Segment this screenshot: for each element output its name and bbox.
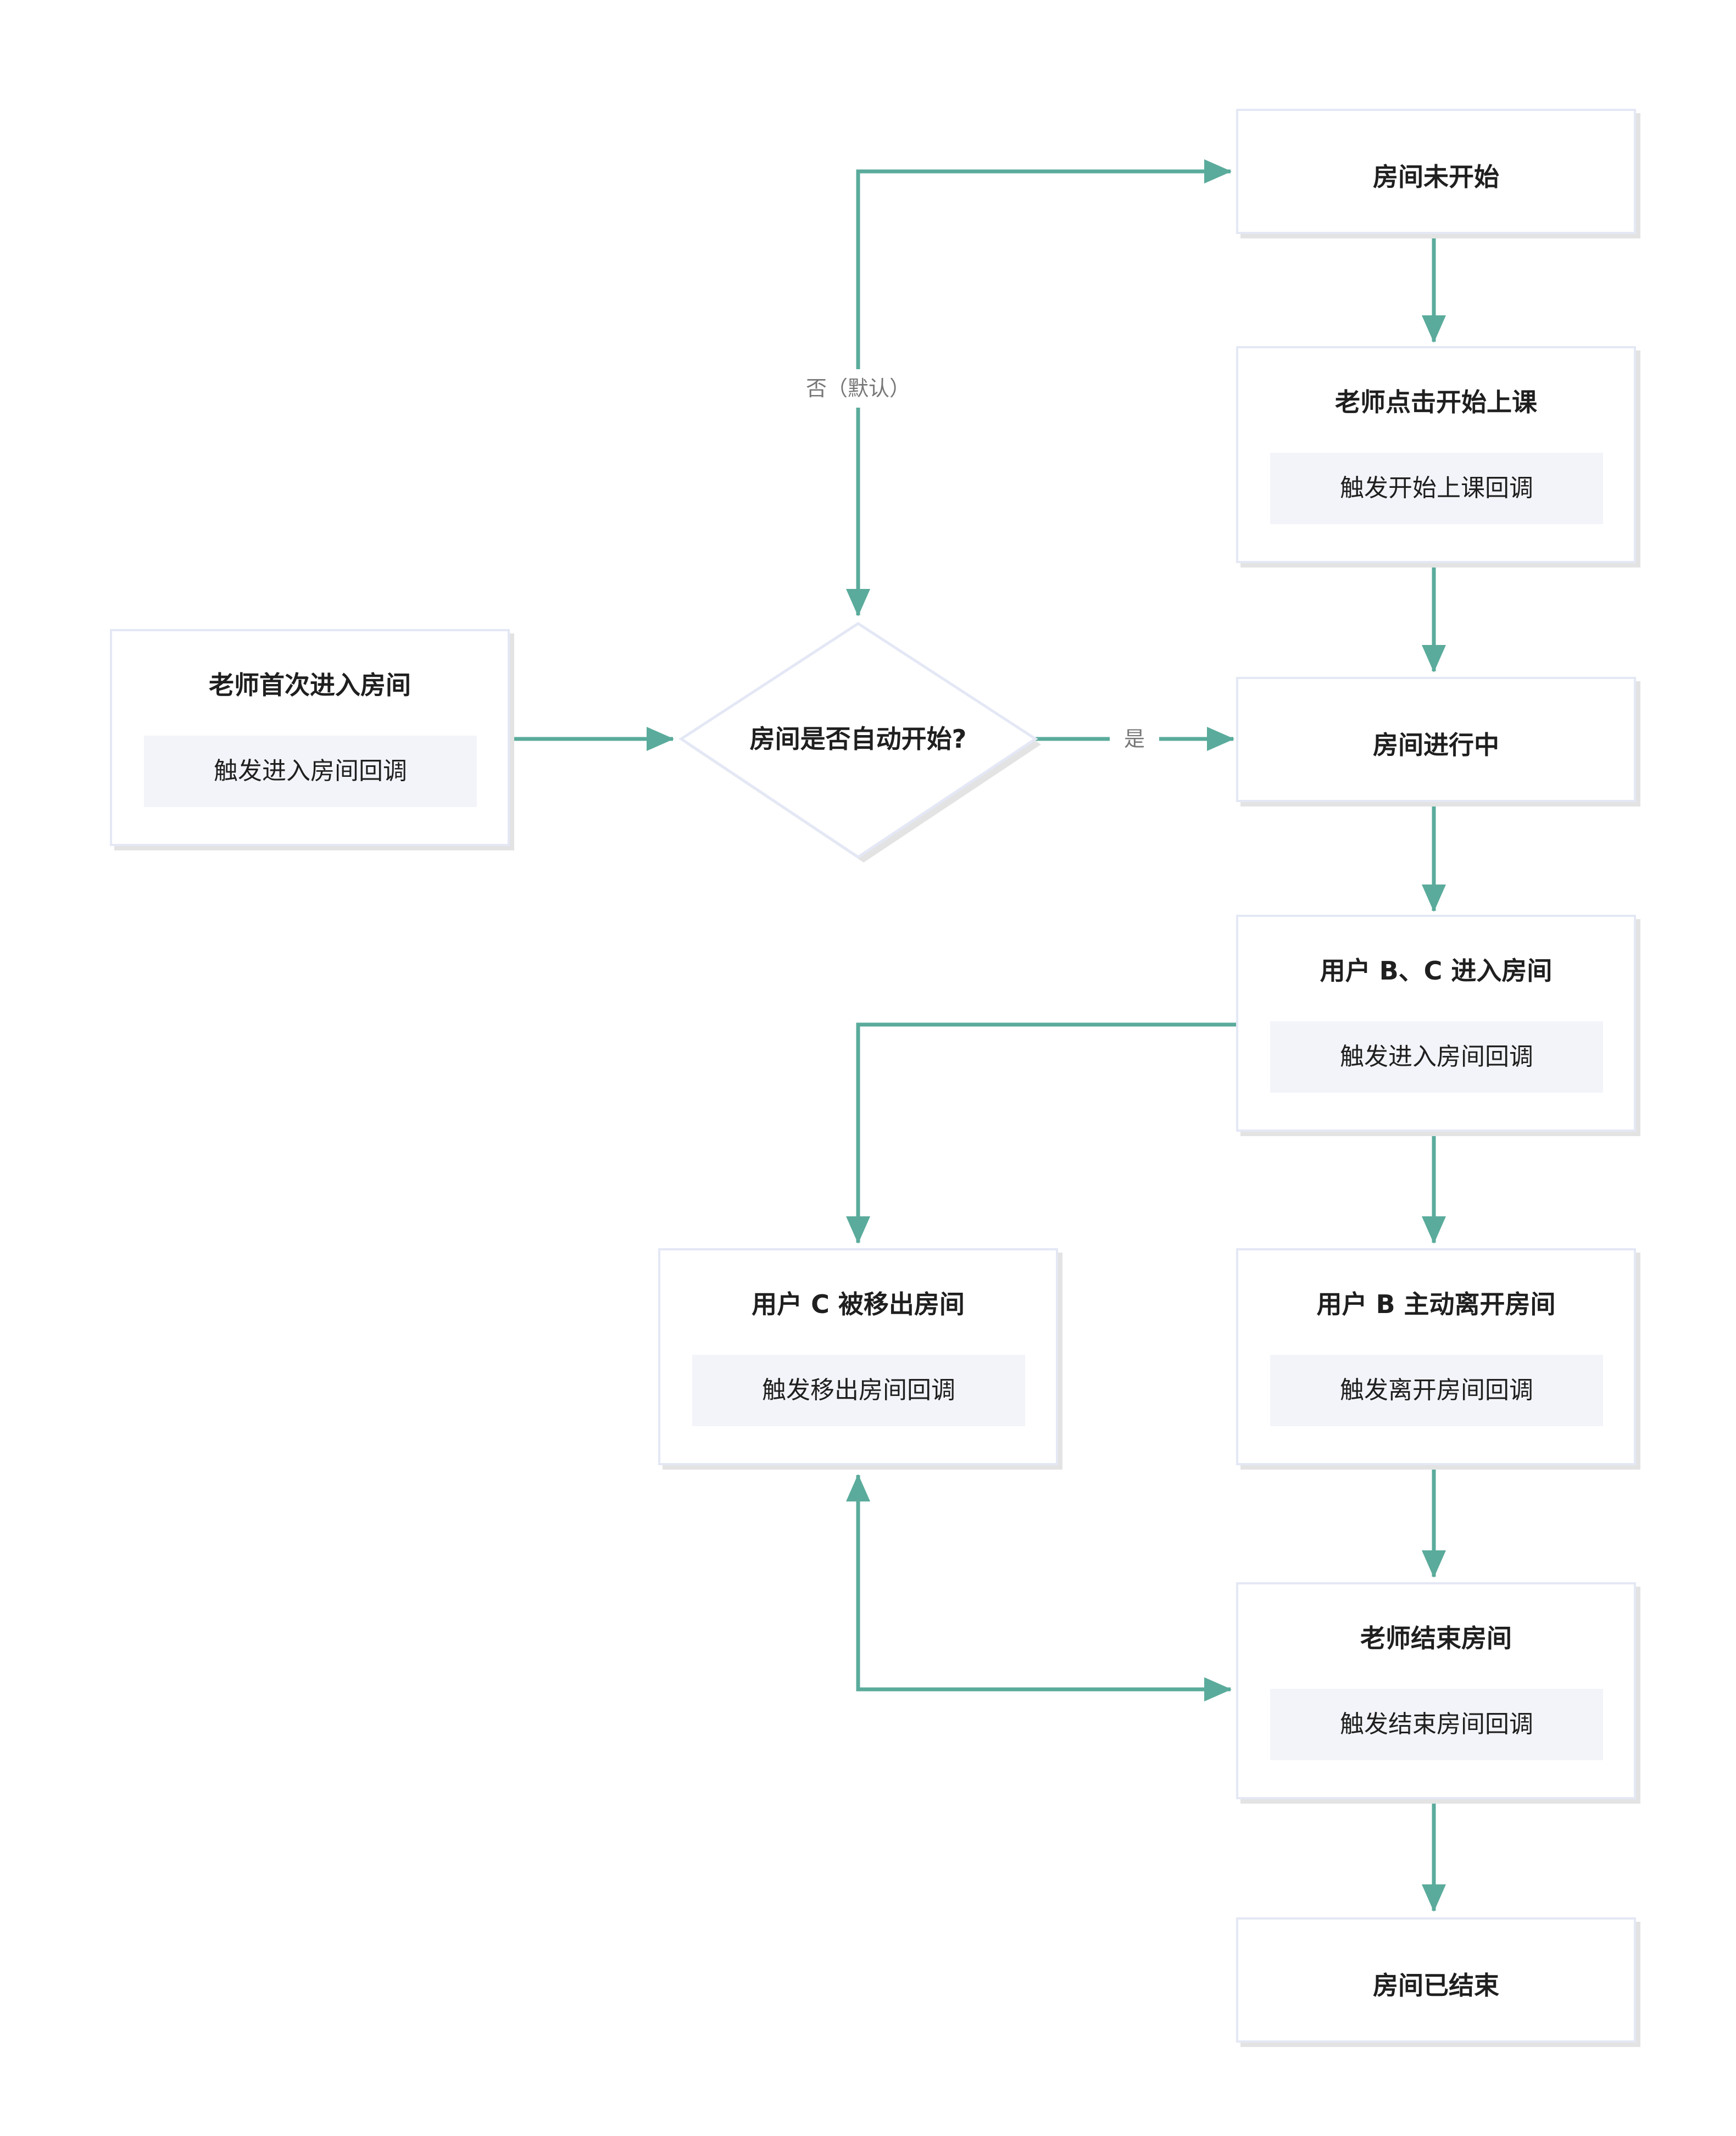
decision-label: 房间是否自动开始? [749, 724, 967, 754]
node-in-progress: 房间进行中 [1236, 677, 1636, 802]
node-teacher-enter-title: 老师首次进入房间 [209, 670, 411, 700]
node-user-b-leave-sub: 触发离开房间回调 [1270, 1355, 1603, 1426]
node-teacher-start: 老师点击开始上课 触发开始上课回调 [1236, 346, 1636, 563]
node-teacher-enter: 老师首次进入房间 触发进入房间回调 [110, 629, 510, 846]
arrow-decision-no [856, 159, 1232, 615]
node-not-started-title: 房间未开始 [1373, 162, 1499, 192]
arrow-users-to-removed [846, 1022, 1236, 1244]
node-teacher-end-sub: 触发结束房间回调 [1270, 1689, 1603, 1760]
node-teacher-end-title: 老师结束房间 [1360, 1623, 1512, 1653]
node-in-progress-title: 房间进行中 [1373, 730, 1499, 760]
node-users-enter-title: 用户 B、C 进入房间 [1320, 956, 1553, 986]
node-teacher-start-title: 老师点击开始上课 [1335, 387, 1537, 417]
edge-label-no: 否（默认） [799, 369, 917, 408]
node-user-c-removed-sub: 触发移出房间回调 [692, 1355, 1025, 1426]
node-user-c-removed: 用户 C 被移出房间 触发移出房间回调 [658, 1248, 1058, 1465]
node-user-b-leave-title: 用户 B 主动离开房间 [1316, 1289, 1556, 1319]
decision-diamond [678, 622, 1038, 859]
arrow-removed-end-link [846, 1474, 1232, 1701]
node-users-enter: 用户 B、C 进入房间 触发进入房间回调 [1236, 915, 1636, 1132]
node-user-b-leave: 用户 B 主动离开房间 触发离开房间回调 [1236, 1248, 1636, 1465]
node-teacher-end: 老师结束房间 触发结束房间回调 [1236, 1582, 1636, 1799]
node-users-enter-sub: 触发进入房间回调 [1270, 1021, 1603, 1093]
node-teacher-enter-sub: 触发进入房间回调 [144, 736, 477, 807]
node-ended: 房间已结束 [1236, 1917, 1636, 2043]
node-ended-title: 房间已结束 [1373, 1971, 1499, 2000]
node-teacher-start-sub: 触发开始上课回调 [1270, 453, 1603, 524]
node-not-started: 房间未开始 [1236, 109, 1636, 234]
node-user-c-removed-title: 用户 C 被移出房间 [752, 1289, 965, 1319]
edge-label-yes: 是 [1110, 721, 1159, 757]
